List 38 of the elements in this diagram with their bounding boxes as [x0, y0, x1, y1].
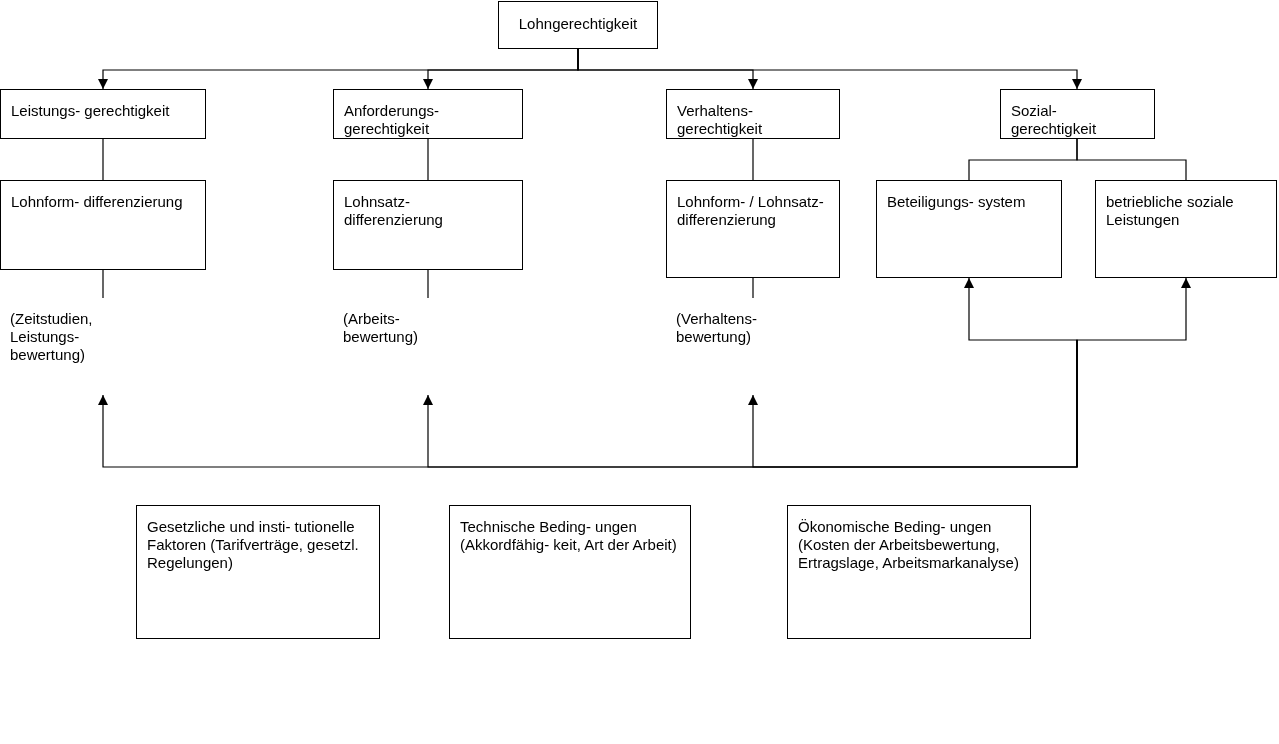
- connector-line: [752, 138, 754, 181]
- process-box: [333, 180, 523, 270]
- process-box: [666, 180, 840, 278]
- box-label: Lohnform- differenzierung: [11, 193, 184, 211]
- process-box: [1000, 89, 1155, 139]
- connector-line: [102, 138, 104, 181]
- box-label: Lohnform- / Lohnsatz- differenzierung: [677, 193, 825, 229]
- box-label: Leistungs- gerechtigkeit: [11, 102, 171, 120]
- connector-line: [427, 138, 429, 181]
- box-label: Technische Beding- ungen (Akkordfähig- keit, Art der Arbeit): [460, 518, 678, 554]
- box-label: Beteiligungs- system: [887, 193, 1027, 211]
- process-box: [666, 89, 840, 139]
- box-label: Lohngerechtigkeit: [517, 15, 639, 33]
- process-box: [333, 89, 523, 139]
- connector-line: [752, 277, 754, 299]
- box-label: Lohnsatz- differenzierung: [344, 193, 444, 229]
- annotation-text: (Zeitstudien, Leistungs- bewertung): [10, 310, 94, 364]
- arrow: [748, 339, 1078, 468]
- connector-line: [1076, 138, 1187, 181]
- box-label: Anforderungs- gerechtigkeit: [344, 102, 441, 138]
- box-label: Verhaltens- gerechtigkeit: [677, 102, 764, 138]
- box-label: Sozial- gerechtigkeit: [1011, 102, 1098, 138]
- connector-line: [427, 269, 429, 299]
- process-box: [136, 505, 380, 639]
- process-box: [787, 505, 1031, 639]
- annotation-text: (Verhaltens- bewertung): [676, 310, 758, 346]
- box-label: betriebliche soziale Leistungen: [1106, 193, 1235, 229]
- process-box: [0, 180, 206, 270]
- connector-line: [102, 269, 104, 299]
- process-box: [498, 1, 658, 49]
- process-box: [876, 180, 1062, 278]
- annotation-text: (Arbeits- bewertung): [343, 310, 420, 346]
- box-label: Ökonomische Beding- ungen (Kosten der Arbeitsbewertung, Ertragslage, Arbeitsmarkanalyse): [798, 518, 1020, 572]
- process-box: [1095, 180, 1277, 278]
- arrow: [577, 48, 1082, 90]
- box-label: Gesetzliche und insti- tutionelle Faktoren (Tarifverträge, gesetzl. Regelungen): [147, 518, 360, 572]
- process-box: [449, 505, 691, 639]
- process-box: [0, 89, 206, 139]
